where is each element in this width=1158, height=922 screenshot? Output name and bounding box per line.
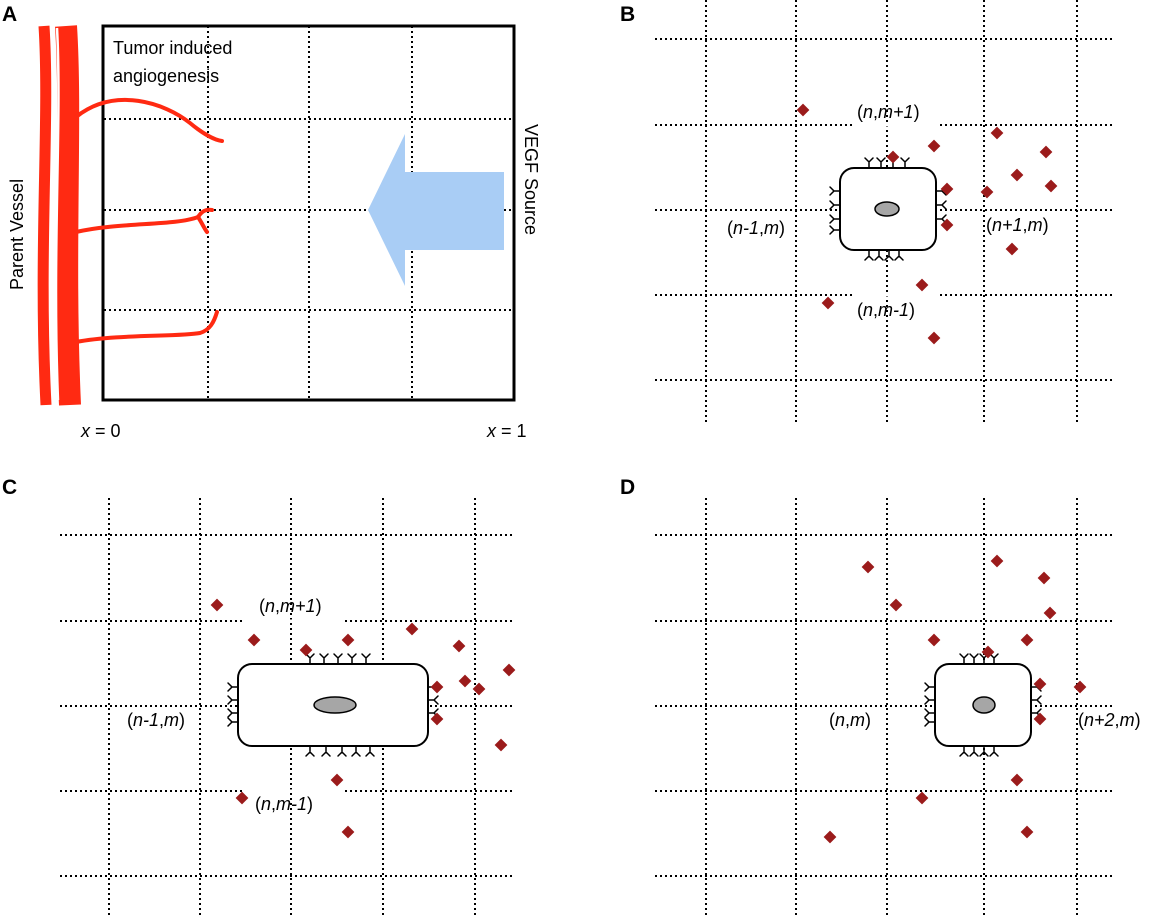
panel-c-letter: C [2,476,17,499]
panel-d-cell-nucleus [972,696,996,714]
panel-a: A Tumor induced an [2,3,541,441]
panel-d-receptors [924,653,1042,757]
panel-d: D [620,476,1141,918]
panel-b-label-top: (n,m+1) [857,102,920,122]
panel-d-grid [655,498,1115,918]
capillary-sprouts [74,97,224,344]
panel-a-frame [101,24,516,402]
x-end-val: = 1 [496,421,527,441]
panel-b-label-left: (n-1,m) [727,218,785,238]
panel-a-title-line1: Tumor induced [113,38,232,58]
panel-b: B [620,0,1115,422]
x-end-label: x = 1 [486,421,527,441]
panel-b-label-right: (n+1,m) [986,215,1049,235]
panel-a-title-line2: angiogenesis [113,66,219,86]
panel-c-label-left: (n-1,m) [127,710,185,730]
panel-b-letter: B [620,3,635,26]
x-start-val: = 0 [90,421,121,441]
panel-b-label-bottom: (n,m-1) [857,300,915,320]
panel-c-label-top: (n,m+1) [259,596,322,616]
panel-d-label-right: (n+2,m) [1078,710,1141,730]
panel-c-cell-nucleus [313,696,357,714]
panel-c-label-bottom: (n,m-1) [255,794,313,814]
panel-a-letter: A [2,3,17,26]
panel-d-letter: D [620,476,635,499]
vegf-gradient-arrow [368,134,504,286]
vegf-source-label: VEGF Source [521,124,541,235]
x-start-var: x [80,421,91,441]
panel-b-cell-nucleus [874,201,900,217]
panel-c-grid [60,498,515,918]
panel-c: C [2,476,516,918]
parent-vessel-label: Parent Vessel [7,179,27,290]
parent-vessel [37,25,81,406]
x-start-label: x = 0 [80,421,121,441]
x-end-var: x [486,421,497,441]
panel-d-label-left: (n,m) [829,710,871,730]
